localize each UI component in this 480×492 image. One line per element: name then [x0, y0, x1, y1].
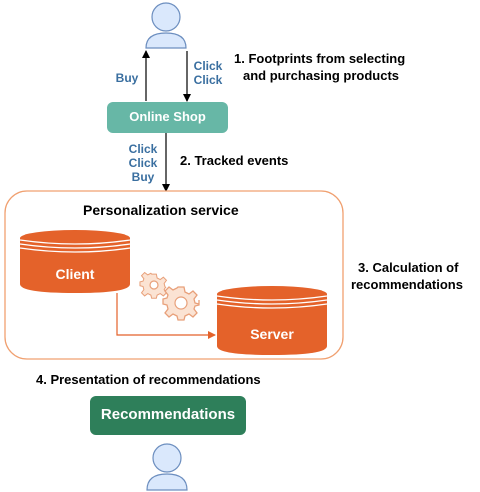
event-label-1: Click [128, 142, 158, 156]
server-label: Server [250, 326, 294, 342]
server-database [216, 286, 328, 355]
step-3-label-line-2: recommendations [351, 277, 463, 292]
buy-label: Buy [115, 71, 139, 85]
step-3-label-line-1: 3. Calculation of [358, 260, 459, 275]
step-1-label-line-2: and purchasing products [243, 68, 400, 83]
step-4-label: 4. Presentation of recommendations [36, 372, 261, 387]
top-user-icon [145, 2, 187, 49]
recommendations-box [90, 396, 246, 435]
step-2-label: 2. Tracked events [180, 153, 289, 168]
small-gear-icon [139, 271, 168, 299]
personalization-service-label: Personalization service [83, 202, 239, 218]
recommendations-label: Recommendations [100, 406, 236, 423]
click-label-1: Click [193, 59, 223, 73]
event-label-2: Click [128, 156, 158, 170]
large-gear-icon [162, 286, 200, 321]
client-label: Client [55, 266, 95, 282]
client-to-server-arrow [116, 293, 216, 339]
step-1-label-line-1: 1. Footprints from selecting [234, 51, 406, 66]
client-database [19, 230, 131, 293]
bottom-user-icon [146, 443, 188, 491]
online-shop-box [107, 102, 228, 133]
click-label-2: Click [193, 73, 223, 87]
event-label-3: Buy [131, 170, 155, 184]
online-shop-label: Online Shop [129, 109, 206, 124]
